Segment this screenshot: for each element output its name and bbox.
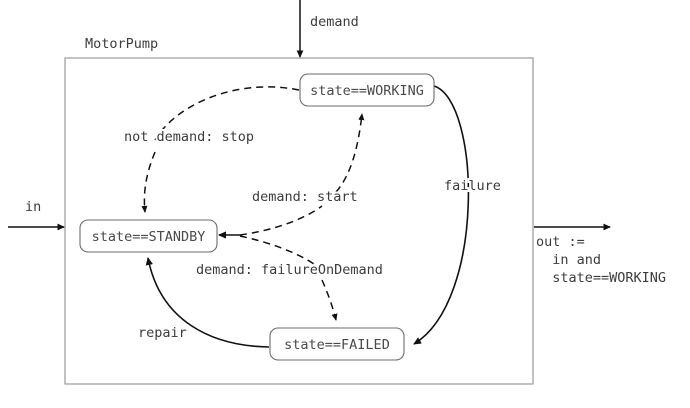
state-working[interactable]: state==WORKING	[299, 73, 435, 107]
transition-failure-label: failure	[444, 178, 501, 194]
motorpump-container	[64, 57, 534, 385]
transition-start-label: demand: start	[252, 189, 358, 205]
transition-stop-label: not demand: stop	[124, 129, 254, 145]
in-input-label: in	[25, 199, 41, 215]
transition-repair-label: repair	[138, 325, 187, 341]
transition-failure-edge	[413, 85, 470, 345]
transition-failure-on-demand-label: demand: failureOnDemand	[196, 262, 383, 278]
state-working-label: state==WORKING	[310, 83, 424, 99]
transition-start-edge-upper	[335, 113, 365, 193]
out-output-line-2: in and	[536, 252, 601, 268]
demand-input-label: demand	[310, 14, 359, 30]
state-standby[interactable]: state==STANDBY	[79, 219, 218, 253]
container-label: MotorPump	[85, 36, 158, 52]
transition-start-edge-lower	[239, 205, 323, 236]
state-standby-box[interactable]	[79, 219, 218, 253]
state-failed-box[interactable]	[269, 327, 405, 361]
state-failed-label: state==FAILED	[284, 337, 390, 353]
out-output-line-3: state==WORKING	[536, 270, 666, 286]
transition-fod-edge-lower	[321, 279, 338, 321]
state-failed[interactable]: state==FAILED	[269, 327, 405, 361]
state-working-box[interactable]	[299, 73, 435, 107]
transition-fod-edge-upper	[239, 235, 315, 265]
state-standby-label: state==STANDBY	[92, 229, 206, 245]
transition-repair-edge	[145, 257, 270, 348]
out-output-line-1: out :=	[536, 234, 585, 250]
transition-stop-edge-upper	[154, 86, 300, 141]
transition-stop-edge-lower	[141, 151, 156, 213]
